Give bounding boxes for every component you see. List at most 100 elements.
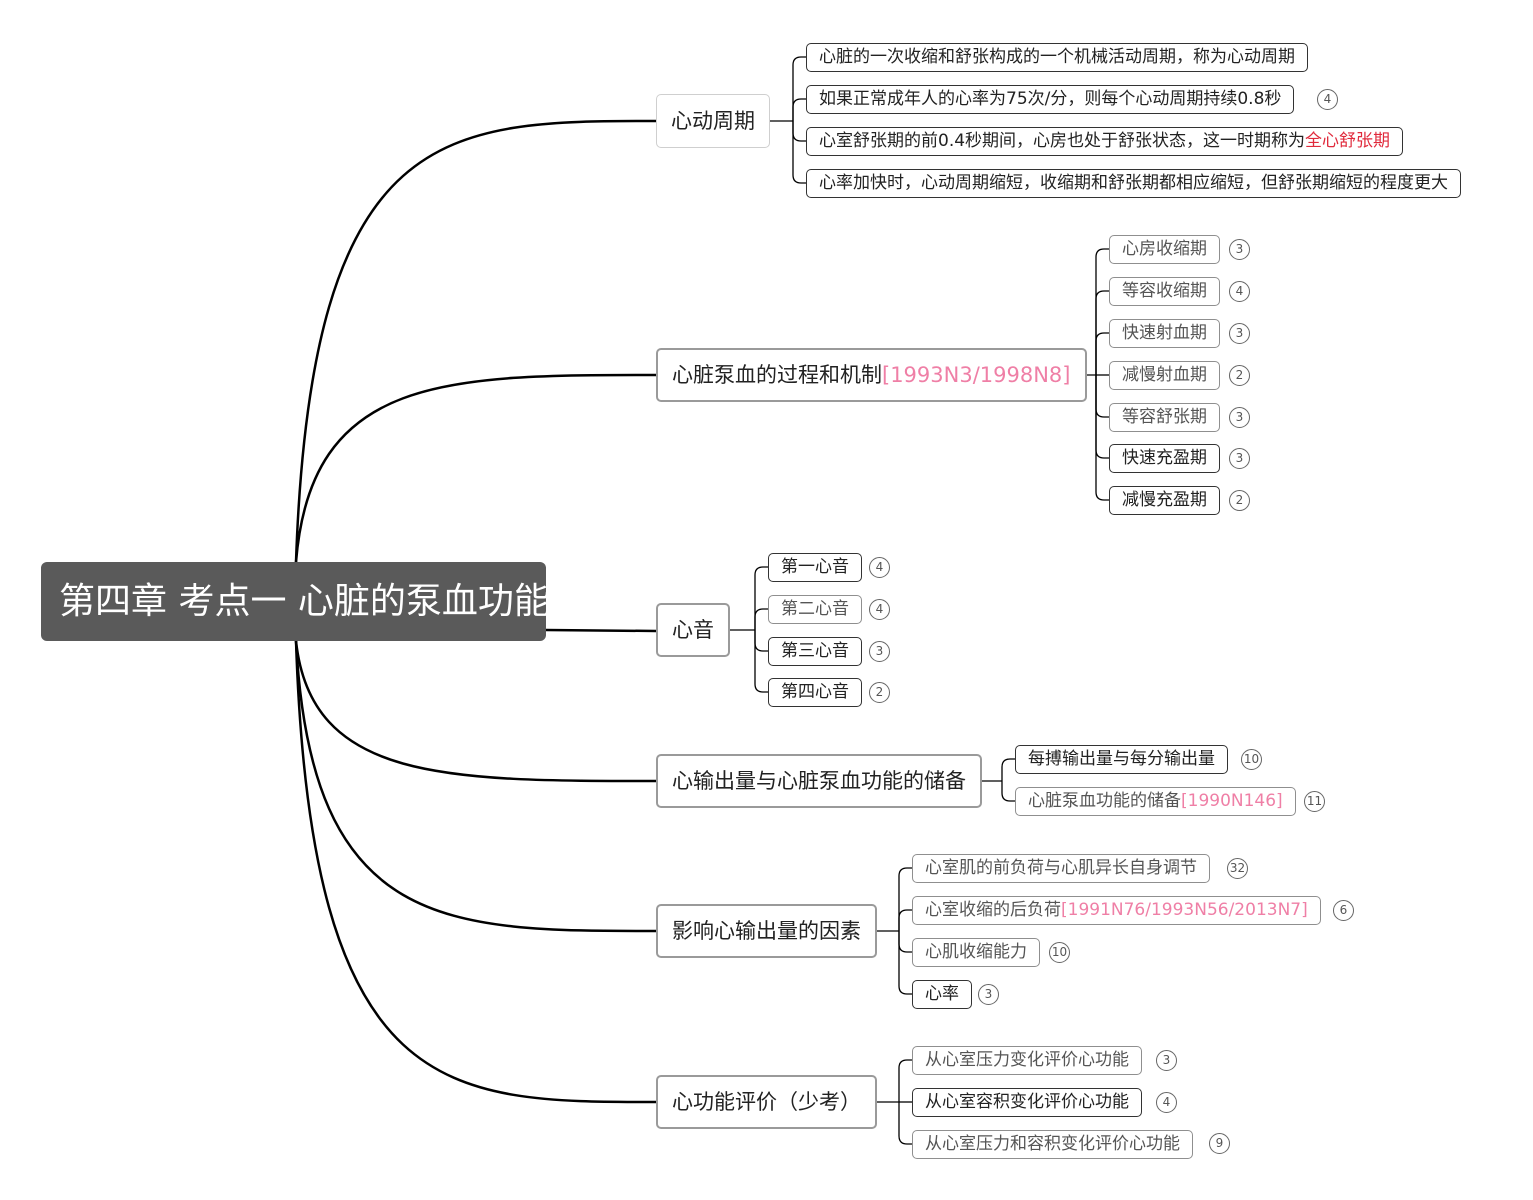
leaf-text: 快速充盈期 [1122, 448, 1207, 468]
root-branch-connector [294, 640, 657, 783]
leaf-third-heart-sound[interactable]: 第三心音 [768, 637, 862, 666]
leaf-text: 减慢射血期 [1122, 365, 1207, 385]
leaf-text: 心室肌的前负荷与心肌异长自身调节 [925, 858, 1197, 878]
branch-leaf-connector [792, 121, 806, 184]
leaf-preload[interactable]: 心室肌的前负荷与心肌异长自身调节 [912, 854, 1210, 883]
leaf-text: 心脏泵血功能的储备 [1028, 791, 1181, 811]
count-badge: 4 [1156, 1092, 1177, 1113]
count-badge: 32 [1227, 858, 1248, 879]
branch-leaf-connector [898, 1102, 912, 1145]
leaf-text: 等容舒张期 [1122, 407, 1207, 427]
leaf-text: 从心室容积变化评价心功能 [925, 1092, 1129, 1112]
leaf-stroke-minute-volume[interactable]: 每搏输出量与每分输出量 [1015, 745, 1228, 774]
leaf-text: 等容收缩期 [1122, 281, 1207, 301]
leaf-rapid-filling[interactable]: 快速充盈期 [1109, 444, 1220, 473]
leaf-text: 从心室压力和容积变化评价心功能 [925, 1134, 1180, 1154]
branch-cardiac-output[interactable]: 心输出量与心脏泵血功能的储备 [656, 754, 982, 808]
branch-label: 心功能评价（少考） [672, 1090, 861, 1114]
leaf-text: 从心室压力变化评价心功能 [925, 1050, 1129, 1070]
leaf-isovolumic-contraction[interactable]: 等容收缩期 [1109, 277, 1220, 306]
count-badge: 2 [1229, 490, 1250, 511]
leaf-contractility[interactable]: 心肌收缩能力 [912, 938, 1040, 967]
leaf-afterload[interactable]: 心室收缩的后负荷[1991N76/1993N56/2013N7] [912, 896, 1321, 925]
count-badge: 6 [1333, 900, 1354, 921]
branch-label: 心音 [672, 618, 714, 642]
count-badge: 9 [1209, 1133, 1230, 1154]
count-badge: 10 [1049, 942, 1070, 963]
leaf-text: 快速射血期 [1122, 323, 1207, 343]
leaf-cardiac-cycle-definition[interactable]: 心脏的一次收缩和舒张构成的一个机械活动周期，称为心动周期 [806, 43, 1308, 72]
count-badge: 2 [1229, 365, 1250, 386]
leaf-heart-rate-effect[interactable]: 心率加快时，心动周期缩短，收缩期和舒张期都相应缩短，但舒张期缩短的程度更大 [806, 169, 1461, 198]
branch-leaf-connector [1095, 248, 1109, 375]
branch-cardiac-cycle[interactable]: 心动周期 [656, 94, 770, 148]
leaf-pressure-volume-evaluation[interactable]: 从心室压力和容积变化评价心功能 [912, 1130, 1193, 1159]
root-branch-connector [294, 640, 657, 933]
branch-leaf-connector [1095, 290, 1109, 375]
leaf-second-heart-sound[interactable]: 第二心音 [768, 595, 862, 624]
leaf-text: 心房收缩期 [1122, 239, 1207, 259]
count-badge: 3 [869, 641, 890, 662]
branch-leaf-connector [1001, 758, 1015, 781]
count-badge: 3 [1229, 239, 1250, 260]
branch-heart-sounds[interactable]: 心音 [656, 603, 730, 657]
branch-leaf-connector [898, 867, 912, 931]
leaf-text: 减慢充盈期 [1122, 490, 1207, 510]
leaf-reduced-filling[interactable]: 减慢充盈期 [1109, 486, 1220, 515]
branch-leaf-connector [754, 566, 768, 630]
branch-leaf-connector [898, 909, 912, 931]
branch-leaf-connector [754, 630, 768, 693]
leaf-text: 心室收缩的后负荷 [925, 900, 1061, 920]
branch-ref: [1993N3/1998N8] [882, 363, 1071, 387]
leaf-highlight: 全心舒张期 [1305, 131, 1391, 151]
root-branch-connector [545, 628, 657, 633]
count-badge: 3 [1156, 1050, 1177, 1071]
branch-leaf-connector [898, 1059, 912, 1102]
root-topic[interactable]: 第四章 考点一 心脏的泵血功能 [41, 562, 550, 641]
leaf-text: 如果正常成年人的心率为75次/分，则每个心动周期持续0.8秒 [819, 89, 1282, 109]
leaf-cardiac-cycle-duration[interactable]: 如果正常成年人的心率为75次/分，则每个心动周期持续0.8秒 [806, 85, 1295, 114]
count-badge: 4 [1229, 281, 1250, 302]
leaf-pumping-reserve[interactable]: 心脏泵血功能的储备[1990N146] [1015, 787, 1296, 816]
branch-label: 心动周期 [671, 109, 755, 133]
count-badge: 4 [869, 557, 890, 578]
branch-leaf-connector [898, 931, 912, 953]
branch-output-factors[interactable]: 影响心输出量的因素 [656, 904, 877, 958]
leaf-isovolumic-relaxation[interactable]: 等容舒张期 [1109, 403, 1220, 432]
count-badge: 3 [1229, 407, 1250, 428]
branch-pumping-process[interactable]: 心脏泵血的过程和机制[1993N3/1998N8] [656, 348, 1087, 402]
branch-leaf-connector [1001, 781, 1015, 802]
branch-label: 影响心输出量的因素 [672, 919, 861, 943]
leaf-text: 心率 [925, 984, 959, 1004]
count-badge: 11 [1304, 791, 1325, 812]
leaf-reduced-ejection[interactable]: 减慢射血期 [1109, 361, 1220, 390]
leaf-rapid-ejection[interactable]: 快速射血期 [1109, 319, 1220, 348]
root-branch-connector [294, 373, 657, 563]
branch-leaf-connector [754, 630, 768, 652]
branch-label: 心脏泵血的过程和机制 [672, 363, 882, 387]
branch-leaf-connector [898, 931, 912, 995]
root-branch-connector [294, 119, 657, 563]
root-branch-connector [294, 640, 657, 1104]
branch-leaf-connector [1095, 375, 1109, 501]
leaf-atrial-systole[interactable]: 心房收缩期 [1109, 235, 1220, 264]
leaf-total-diastole[interactable]: 心室舒张期的前0.4秒期间，心房也处于舒张状态，这一时期称为全心舒张期 [806, 127, 1404, 156]
leaf-text: 心室舒张期的前0.4秒期间，心房也处于舒张状态，这一时期称为 [819, 131, 1306, 151]
leaf-text: 心率加快时，心动周期缩短，收缩期和舒张期都相应缩短，但舒张期缩短的程度更大 [819, 173, 1448, 193]
branch-leaf-connector [792, 121, 806, 142]
leaf-first-heart-sound[interactable]: 第一心音 [768, 553, 862, 582]
count-badge: 3 [978, 984, 999, 1005]
count-badge: 4 [1317, 89, 1338, 110]
leaf-text: 心脏的一次收缩和舒张构成的一个机械活动周期，称为心动周期 [819, 47, 1295, 67]
leaf-heart-rate[interactable]: 心率 [912, 980, 972, 1009]
leaf-text: 每搏输出量与每分输出量 [1028, 749, 1215, 769]
count-badge: 4 [869, 599, 890, 620]
branch-leaf-connector [1095, 375, 1109, 418]
leaf-text: 第三心音 [781, 641, 849, 661]
branch-function-evaluation[interactable]: 心功能评价（少考） [656, 1075, 877, 1129]
leaf-pressure-evaluation[interactable]: 从心室压力变化评价心功能 [912, 1046, 1142, 1075]
leaf-fourth-heart-sound[interactable]: 第四心音 [768, 678, 862, 707]
leaf-volume-evaluation[interactable]: 从心室容积变化评价心功能 [912, 1088, 1142, 1117]
branch-label: 心输出量与心脏泵血功能的储备 [672, 769, 966, 793]
